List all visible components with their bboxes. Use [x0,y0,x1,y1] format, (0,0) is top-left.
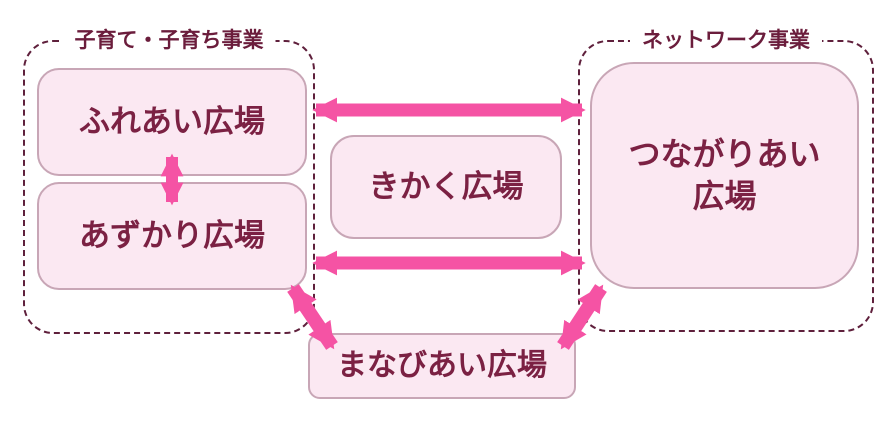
azukari-hiroba-label: あずかり広場 [79,217,265,254]
group-network: ネットワーク事業 [578,26,874,332]
kikaku-hiroba-box: きかく広場 [330,135,562,239]
tsunagariai-hiroba-label-line1: つながりあい [628,134,821,173]
kikaku-hiroba-label: きかく広場 [368,168,524,205]
manabiai-hiroba-label: まなびあい広場 [337,348,547,384]
tsunagariai-hiroba-label-line2: 広場 [692,176,757,215]
group-network-label: ネットワーク事業 [630,26,822,56]
fureai-hiroba-box: ふれあい広場 [37,68,307,176]
fureai-hiroba-label: ふれあい広場 [79,103,265,140]
tsunagariai-hiroba-box: つながりあい 広場 [590,62,859,289]
manabiai-hiroba-box: まなびあい広場 [308,333,576,399]
group-kosodate: 子育て・子育ち事業 [23,26,315,334]
azukari-hiroba-box: あずかり広場 [37,182,307,290]
group-kosodate-label: 子育て・子育ち事業 [62,26,276,56]
